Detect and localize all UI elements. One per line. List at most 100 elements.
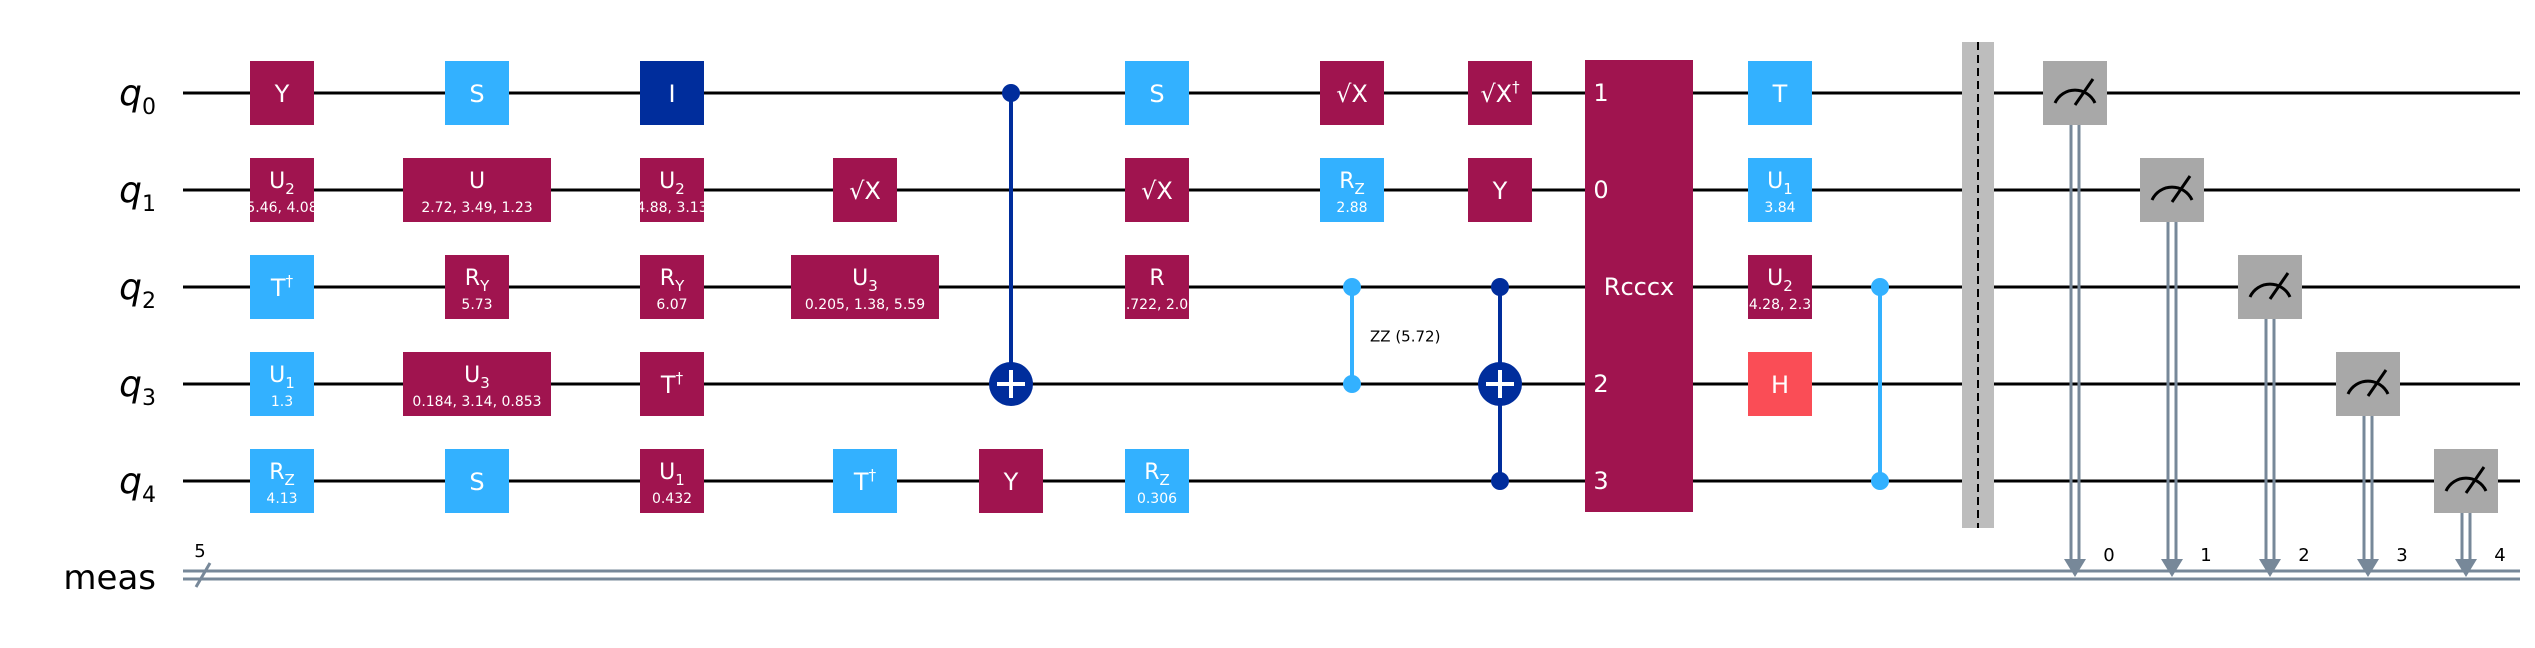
gate-box: [833, 449, 897, 513]
gate-y-18: Y: [979, 449, 1043, 513]
meter-icon: [2346, 379, 2390, 395]
gate-u-29: U2 4.28, 2.3: [1748, 255, 1812, 319]
gate-h-30: H: [1748, 352, 1812, 416]
measure-arrow: [2064, 559, 2086, 577]
gate-label: √X: [1141, 177, 1173, 205]
gate-params: 6.07: [656, 297, 687, 313]
rcccx-port-label: 2: [1593, 370, 1608, 398]
rcccx-port-label: 0: [1593, 176, 1608, 204]
gate-label: RZ: [269, 460, 295, 489]
gate-box: [1748, 158, 1812, 222]
gate-t-27: T: [1748, 61, 1812, 125]
gate-params: 5.46, 4.08: [246, 200, 317, 216]
gate-u-14: U1 0.432: [640, 449, 704, 513]
gate-params: 4.13: [266, 491, 297, 507]
gate-label: U2: [1767, 266, 1793, 295]
measure-box: [2434, 449, 2498, 513]
qubit-label-1: q1: [119, 170, 156, 217]
gate-params: 0.722, 2.05: [1117, 297, 1197, 313]
gate-box: [1748, 352, 1812, 416]
gate-box: [403, 158, 551, 222]
control-dot: [1491, 472, 1509, 490]
zz-dot: [1343, 278, 1361, 296]
gate-sqrt-x-20: √X: [1125, 158, 1189, 222]
gate-label: I: [668, 80, 675, 108]
gate-label: T: [1772, 80, 1788, 108]
gate-params: 1.3: [271, 394, 293, 410]
measure-box: [2238, 255, 2302, 319]
gate-params: 0.306: [1137, 491, 1177, 507]
gate-box: [250, 255, 314, 319]
meter-icon: [2444, 476, 2488, 492]
gate-box: [640, 255, 704, 319]
meter-needle-icon: [2073, 78, 2095, 106]
rcccx-port-label: 1: [1593, 79, 1608, 107]
gate-box: [791, 255, 939, 319]
qubit-label-0: q0: [119, 73, 156, 120]
measure-box: [2140, 158, 2204, 222]
gate-box: [1468, 61, 1532, 125]
gate-u-11: U24.88, 3.13: [636, 158, 708, 222]
measure-bit-label: 2: [2298, 545, 2309, 566]
gate-box: [1125, 255, 1189, 319]
gate-label: T†: [853, 466, 877, 496]
gate-u-3: U11.3: [250, 352, 314, 416]
measure-arrow: [2161, 559, 2183, 577]
meter-needle-icon: [2268, 272, 2290, 300]
gate-box: [1748, 255, 1812, 319]
meter-needle-icon: [2464, 466, 2486, 494]
gate-params: 4.88, 3.13: [636, 200, 707, 216]
gate-box: [1125, 449, 1189, 513]
measure-bit-label: 1: [2200, 545, 2211, 566]
gate-label: Y: [1492, 177, 1508, 205]
gate-s-19: S: [1125, 61, 1189, 125]
gate-box: [445, 61, 509, 125]
gate-label: U3: [852, 266, 878, 295]
gate-sqrt-x-15: √X: [833, 158, 897, 222]
gate-u-8: U3 0.184, 3.14, 0.853: [403, 352, 551, 416]
gate-label: U: [469, 169, 485, 194]
control-dot: [1491, 278, 1509, 296]
gate-sqrt-x-23: √X: [1320, 61, 1384, 125]
overlays: [989, 42, 2477, 577]
zz-dot: [1343, 375, 1361, 393]
meter-icon: [2053, 88, 2097, 104]
classical-register-label: meas: [63, 558, 156, 598]
gate-label: RZ: [1144, 460, 1170, 489]
gate-box: [1125, 61, 1189, 125]
gate-label: U3: [464, 363, 490, 392]
gate-label: RZ: [1339, 169, 1365, 198]
gate-params: 4.28, 2.3: [1749, 297, 1811, 313]
gate-params: 2.72, 3.49, 1.23: [421, 200, 532, 216]
gate-s-9: S: [445, 449, 509, 513]
gate-label: U1: [1767, 169, 1793, 198]
gate-s-5: S: [445, 61, 509, 125]
gate-label: S: [1149, 80, 1164, 108]
gate-params: 0.432: [652, 491, 692, 507]
gate-label: Y: [1003, 468, 1019, 496]
gate-label: U1: [269, 363, 295, 392]
gate-box: [403, 352, 551, 416]
gate-y-0: Y: [250, 61, 314, 125]
gate-t-13: T†: [640, 352, 704, 416]
gate-u-28: U13.84: [1748, 158, 1812, 222]
gate-label: H: [1771, 371, 1789, 399]
gate-r-4: RZ 4.13: [250, 449, 314, 513]
gate-box: [1125, 158, 1189, 222]
gate-label: U1: [659, 460, 685, 489]
gate-u-16: U30.205, 1.38, 5.59: [791, 255, 939, 319]
gate-y-26: Y: [1468, 158, 1532, 222]
rcccx-gate: [1585, 60, 1693, 512]
gate-label: R: [1149, 266, 1164, 291]
qubit-label-2: q2: [119, 267, 156, 314]
gate-params: 0.184, 3.14, 0.853: [412, 394, 541, 410]
control-dot: [1002, 84, 1020, 102]
cz-dot: [1871, 278, 1889, 296]
gate-label: √X: [849, 177, 881, 205]
meter-needle-icon: [2170, 175, 2192, 203]
gate-box: [1320, 61, 1384, 125]
gate-box: [640, 352, 704, 416]
gate-r-21: R 0.722, 2.05: [1117, 255, 1197, 319]
